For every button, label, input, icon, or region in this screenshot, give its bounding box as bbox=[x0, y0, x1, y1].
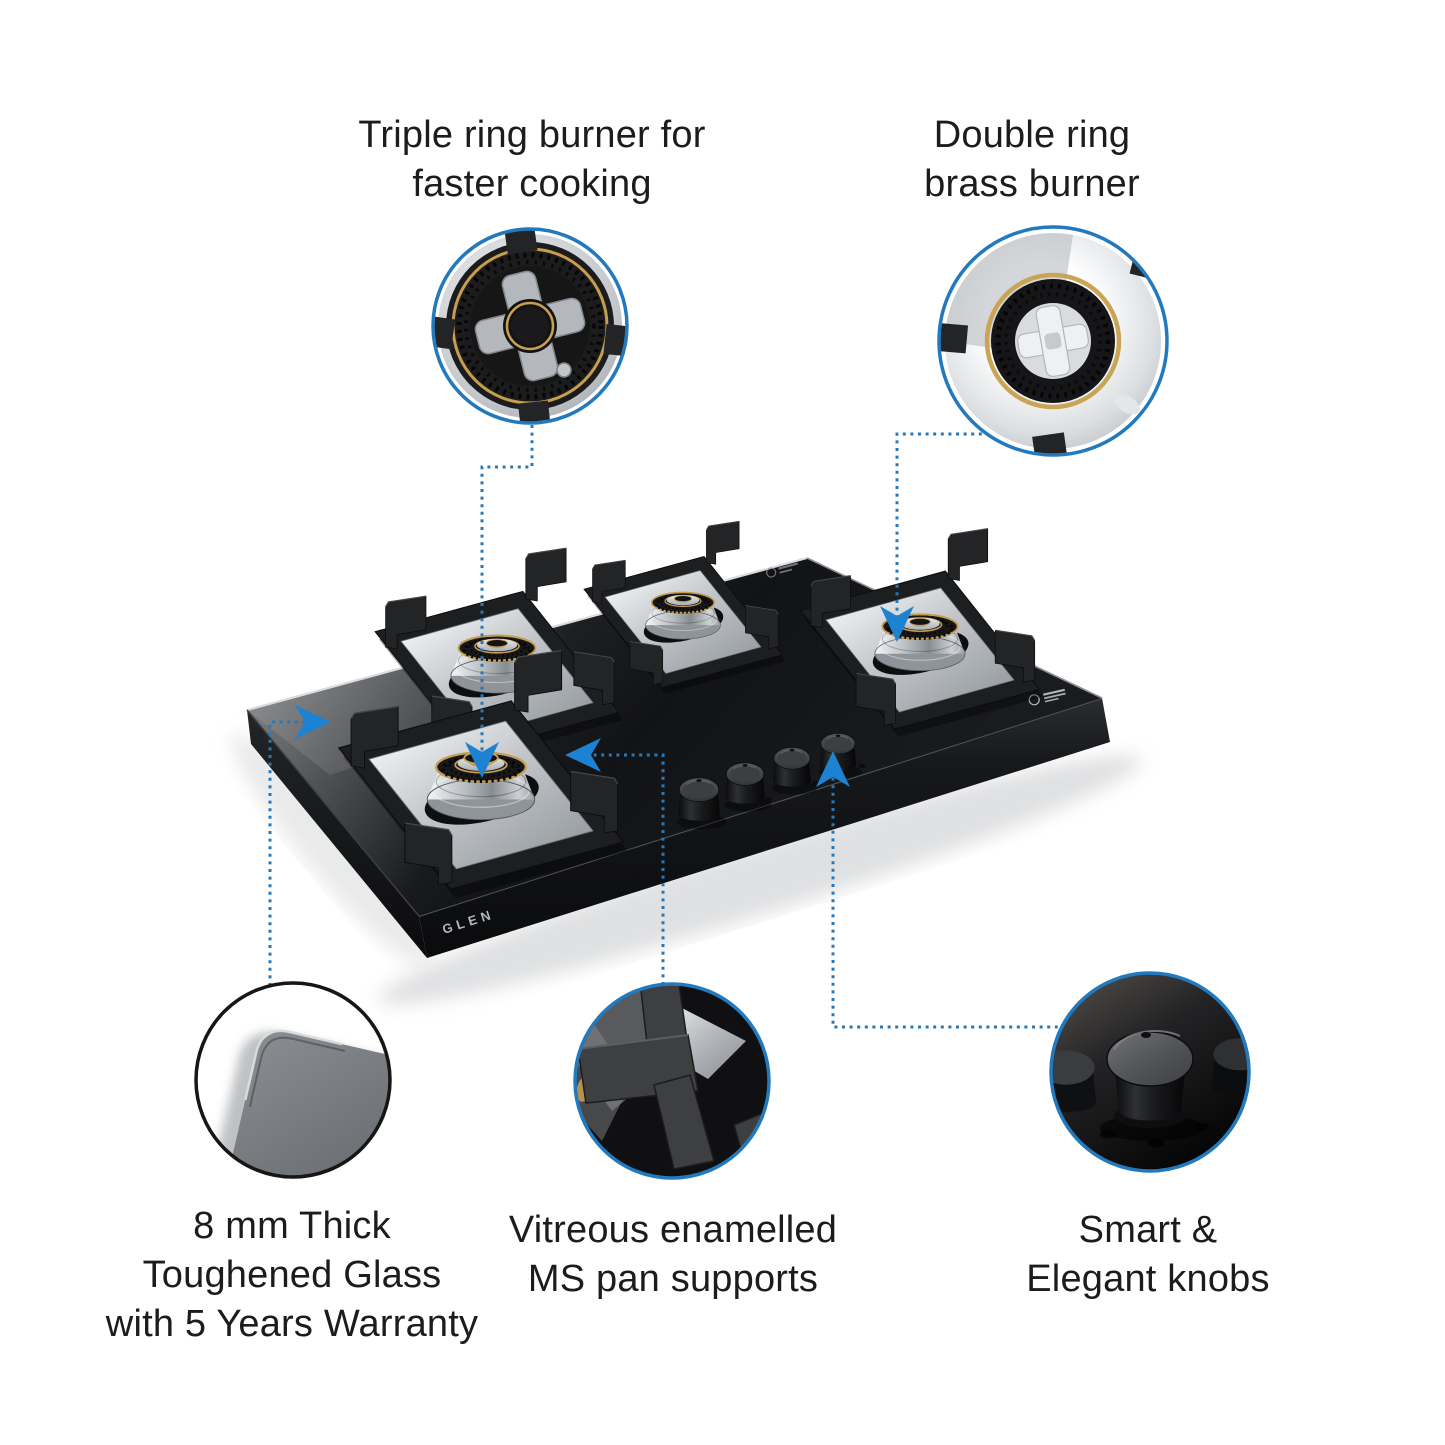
callout-photo-pan-supports bbox=[573, 982, 771, 1180]
label-line: faster cooking bbox=[412, 163, 652, 205]
callout-photo-glass-corner bbox=[194, 981, 392, 1179]
arrow-down-double-icon bbox=[880, 606, 914, 642]
label-triple-ring-burner: Triple ring burner for faster cooking bbox=[262, 111, 802, 209]
label-line: Vitreous enamelled bbox=[508, 1209, 838, 1251]
hob-left-face bbox=[247, 710, 427, 958]
gas-hob-product-photo: GLEN bbox=[246, 521, 1110, 958]
callout-photo-triple-ring-burner bbox=[431, 227, 629, 425]
label-line: brass burner bbox=[924, 163, 1140, 205]
label-pan-supports: Vitreous enamelled MS pan supports bbox=[423, 1206, 923, 1304]
hob-front-face bbox=[419, 698, 1110, 958]
leader-triple-ring bbox=[480, 425, 534, 756]
glass-screw-holes bbox=[714, 763, 866, 821]
leader-knobs bbox=[831, 770, 1060, 1029]
arrow-up-knobs-icon bbox=[816, 751, 850, 787]
label-line: Double ring bbox=[933, 114, 1131, 156]
label-line: with 5 Years Warranty bbox=[105, 1303, 479, 1345]
arrow-right-glass-icon bbox=[295, 705, 331, 739]
label-double-ring-burner: Double ring brass burner bbox=[822, 111, 1242, 209]
hob-shadow bbox=[231, 733, 1142, 1005]
callout-photo-double-ring-burner bbox=[937, 225, 1169, 457]
leader-pan-supports bbox=[586, 753, 665, 984]
arrow-left-pan-supports-icon bbox=[565, 738, 601, 772]
label-line: Triple ring burner for bbox=[358, 114, 706, 156]
label-toughened-glass: 8 mm Thick Toughened Glass with 5 Years … bbox=[42, 1202, 542, 1349]
label-line: Elegant knobs bbox=[1026, 1258, 1270, 1300]
glen-back-logo bbox=[766, 562, 799, 578]
label-line: Smart & bbox=[1078, 1209, 1218, 1251]
label-line: MS pan supports bbox=[527, 1258, 819, 1300]
callout-photo-knobs bbox=[1049, 971, 1251, 1173]
arrow-down-triple-icon bbox=[465, 742, 499, 778]
label-line: 8 mm Thick bbox=[193, 1205, 391, 1247]
label-knobs: Smart & Elegant knobs bbox=[898, 1206, 1398, 1304]
warranty-badge bbox=[1028, 688, 1066, 706]
leader-glass bbox=[268, 720, 310, 986]
label-line: Toughened Glass bbox=[142, 1254, 442, 1296]
